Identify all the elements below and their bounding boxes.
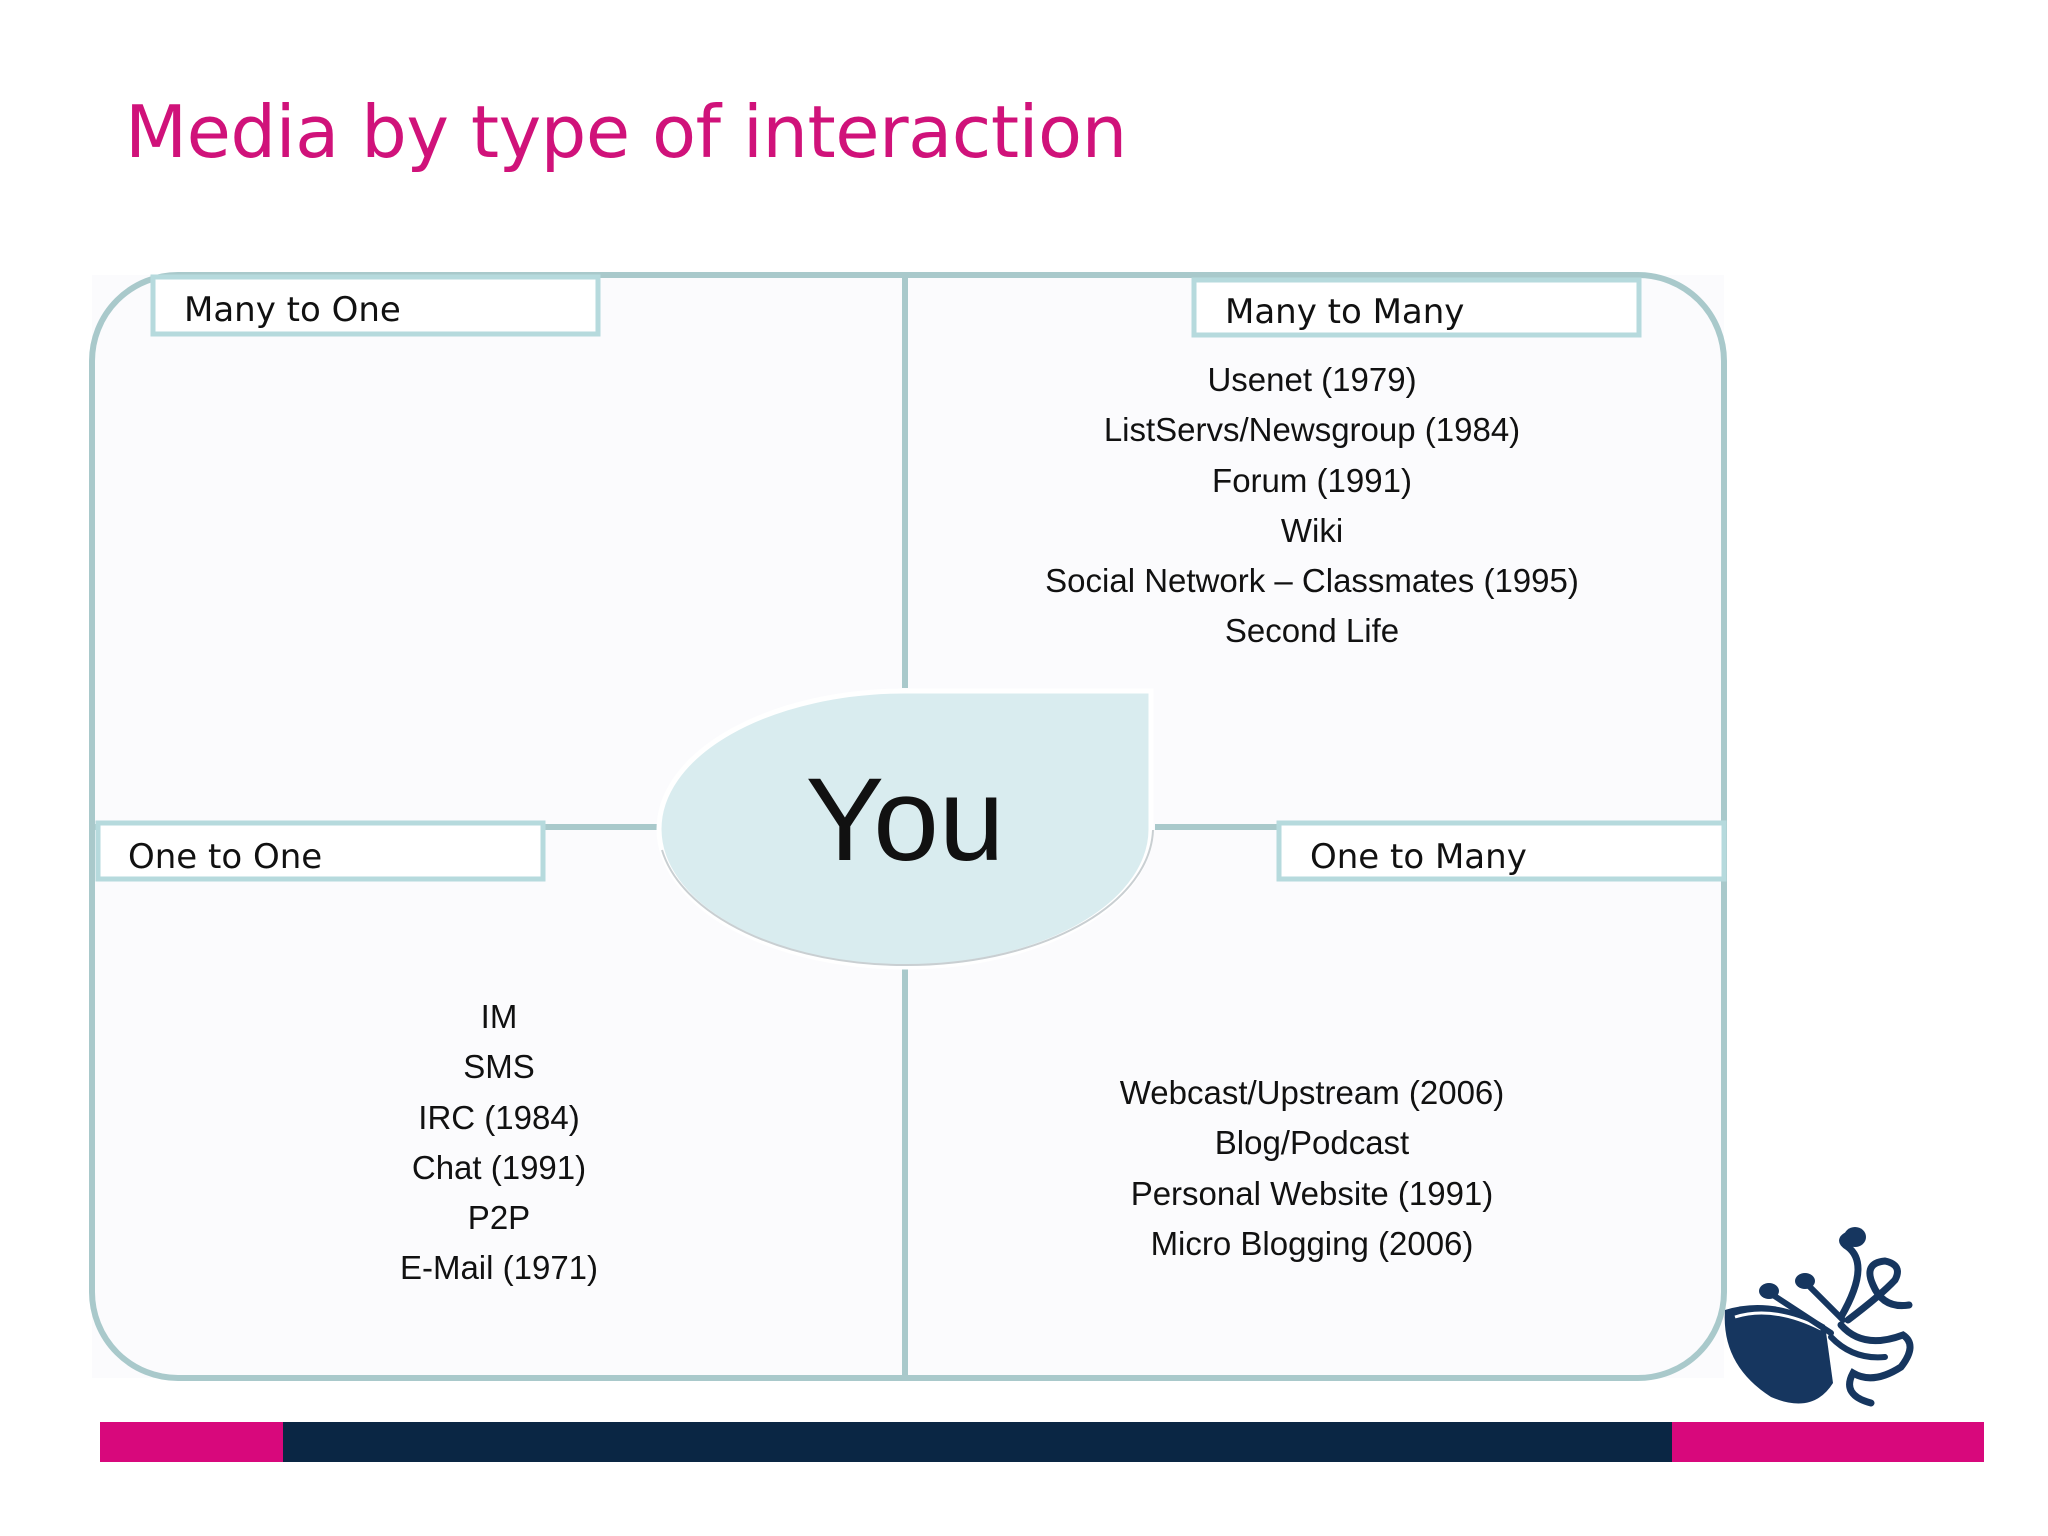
one-to-many-list: Webcast/Upstream (2006) Blog/Podcast Per… bbox=[1120, 1068, 1505, 1269]
label-box-many-to-many bbox=[1191, 277, 1642, 338]
list-item: P2P bbox=[467, 1199, 531, 1237]
list-item: SMS bbox=[463, 1048, 535, 1086]
list-item: Social Network – Classmates (1995) bbox=[1045, 562, 1579, 600]
quadrant-label-many-to-many: Many to Many bbox=[1225, 292, 1465, 332]
footer-bar-right-magenta bbox=[1672, 1422, 1984, 1462]
list-item: Chat (1991) bbox=[411, 1148, 587, 1186]
list-item: Webcast/Upstream (2006) bbox=[1119, 1074, 1505, 1111]
label-box-many-to-one bbox=[150, 274, 601, 337]
label-box-one-to-many bbox=[1276, 820, 1727, 882]
list-item: Personal Website (1991) bbox=[1130, 1174, 1494, 1212]
footer-bar-left-magenta bbox=[100, 1422, 283, 1462]
label-box-one-to-one bbox=[95, 820, 546, 882]
list-item: Wiki bbox=[1280, 511, 1344, 549]
list-item: IM bbox=[480, 998, 518, 1035]
list-item: E-Mail (1971) bbox=[399, 1249, 599, 1287]
footer-bar-navy bbox=[283, 1422, 1672, 1462]
list-item: Forum (1991) bbox=[1212, 461, 1412, 499]
one-to-one-list: IM SMS IRC (1984) Chat (1991) P2P E-Mail… bbox=[400, 992, 598, 1294]
quadrant-label-many-to-one: Many to One bbox=[184, 290, 401, 330]
list-item: Second Life bbox=[1224, 612, 1400, 650]
list-item: Blog/Podcast bbox=[1214, 1124, 1410, 1162]
many-to-many-list: Usenet (1979) ListServs/Newsgroup (1984)… bbox=[1045, 355, 1579, 657]
list-item: Usenet (1979) bbox=[1207, 361, 1417, 398]
list-item: ListServs/Newsgroup (1984) bbox=[1103, 411, 1521, 449]
center-you-label: You bbox=[805, 754, 1005, 886]
drummer-logo-icon bbox=[1724, 1227, 1914, 1407]
list-item: IRC (1984) bbox=[418, 1098, 580, 1136]
quadrant-label-one-to-many: One to Many bbox=[1310, 837, 1527, 877]
list-item: Micro Blogging (2006) bbox=[1150, 1224, 1474, 1262]
center-leaf-shadow bbox=[661, 829, 1154, 967]
quadrant-label-one-to-one: One to One bbox=[128, 837, 323, 877]
slide-title: Media by type of interaction bbox=[125, 90, 1127, 174]
